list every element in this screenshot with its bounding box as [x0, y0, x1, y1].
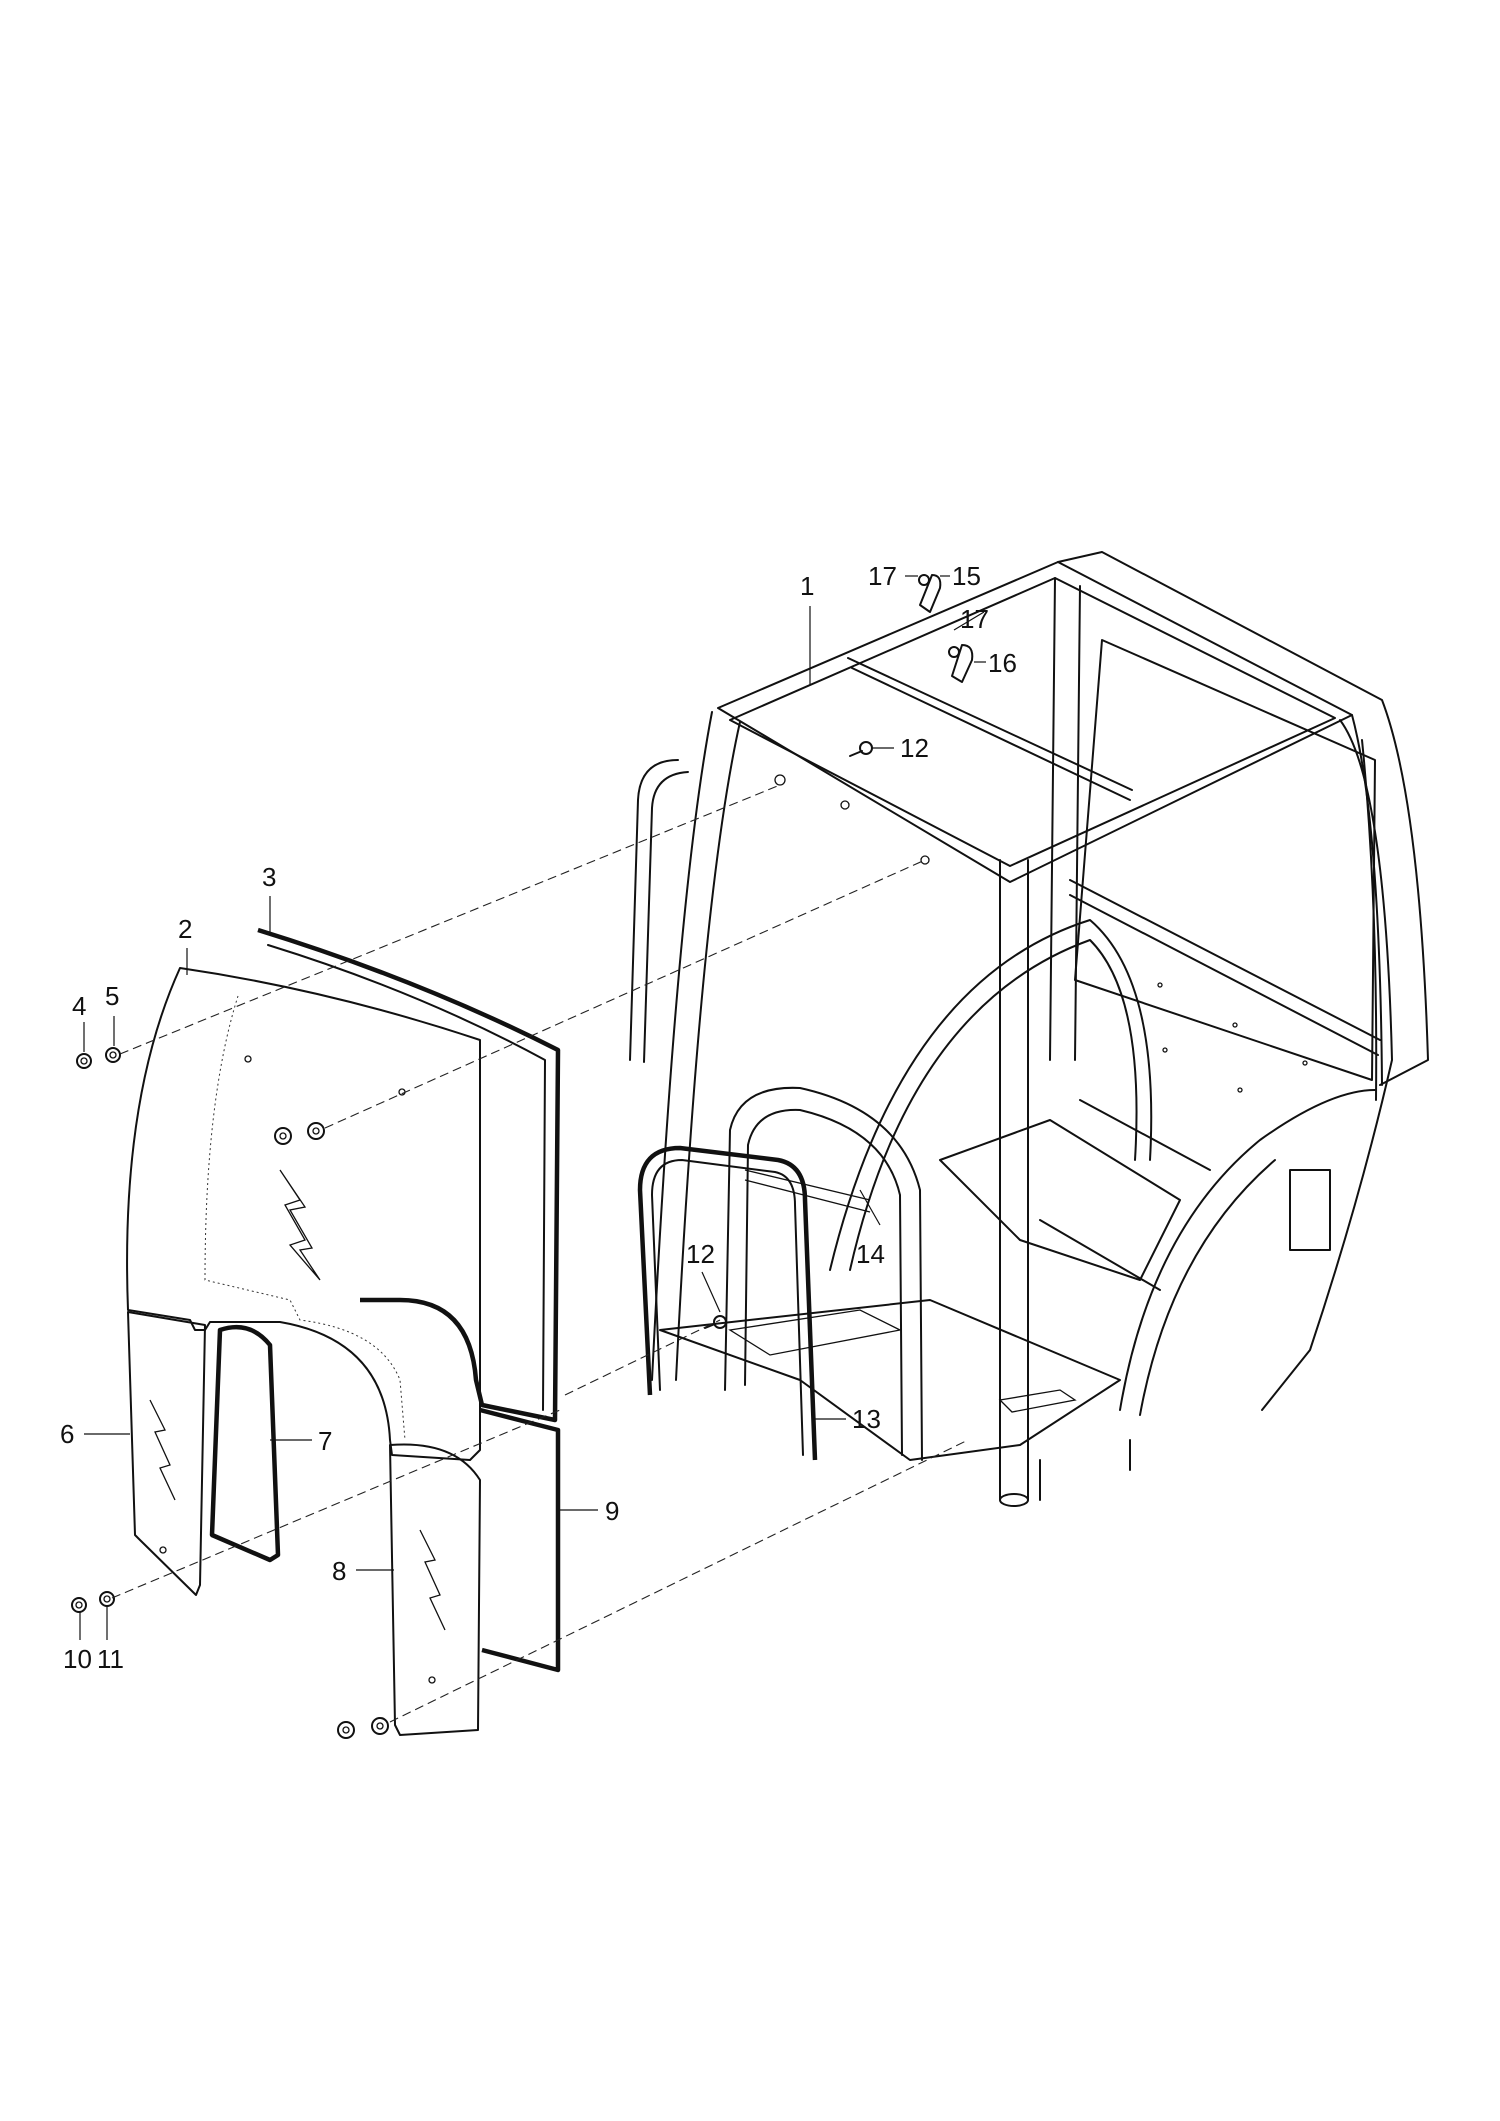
callout-12-upper: 12 [900, 733, 929, 763]
clamp-15 [919, 574, 942, 613]
assembly-lines [111, 784, 969, 1723]
callout-14: 14 [856, 1239, 885, 1269]
callout-13: 13 [852, 1404, 881, 1434]
bolt-12-lower [704, 1315, 727, 1329]
callout-12-lower: 12 [686, 1239, 715, 1269]
leader-lines [79, 575, 986, 1640]
door-arch-frame [724, 1086, 923, 1461]
lower-right-seal [479, 1407, 561, 1673]
screw-17-upper [918, 574, 930, 586]
washer-11 [99, 1591, 115, 1607]
nut-10 [71, 1597, 87, 1613]
callout-16: 16 [988, 648, 1017, 678]
callout-7: 7 [318, 1426, 332, 1456]
bolt-12-upper [849, 741, 873, 757]
nut-4 [76, 1053, 92, 1069]
callout-15: 15 [952, 561, 981, 591]
callout-6: 6 [60, 1419, 74, 1449]
cab-frame [629, 551, 1429, 1507]
callout-10: 10 [63, 1644, 92, 1674]
callout-17-lower: 17 [960, 604, 989, 634]
fasteners [71, 574, 974, 1739]
lower-left-glass [127, 1311, 206, 1596]
callout-11: 11 [97, 1644, 124, 1674]
windscreen-seal [257, 927, 561, 1423]
door-seal [637, 1145, 818, 1461]
callout-1: 1 [800, 571, 814, 601]
callout-2: 2 [178, 914, 192, 944]
front-windscreen-glass [126, 967, 481, 1461]
callout-8: 8 [332, 1556, 346, 1586]
callout-5: 5 [105, 981, 119, 1011]
callout-17-upper: 17 [868, 561, 897, 591]
callout-4: 4 [72, 991, 86, 1021]
lower-left-seal [209, 1324, 281, 1563]
callout-9: 9 [605, 1496, 619, 1526]
callouts: 1 2 3 4 5 6 7 8 9 10 11 12 12 13 14 15 1… [60, 561, 1017, 1674]
clamp-16 [951, 644, 974, 683]
washer-5 [105, 1047, 121, 1063]
lower-right-glass [389, 1443, 481, 1736]
callout-3: 3 [262, 862, 276, 892]
screw-17-lower [948, 646, 960, 658]
